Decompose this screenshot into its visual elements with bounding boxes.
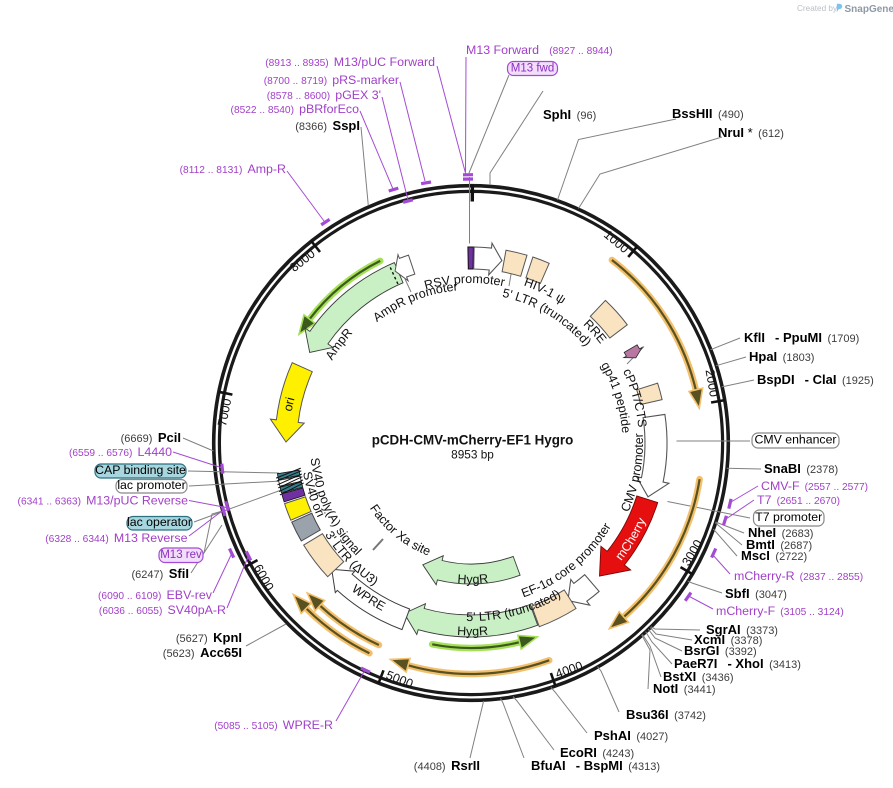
svg-text:(8913 .. 8935) M13/pUC Forward: (8913 .. 8935) M13/pUC Forward xyxy=(265,55,435,69)
svg-text:PshAI (4027): PshAI (4027) xyxy=(594,728,668,743)
svg-text:(8522 .. 8540) pBRforEco: (8522 .. 8540) pBRforEco xyxy=(231,102,360,116)
svg-text:SnaBI (2378): SnaBI (2378) xyxy=(764,461,838,476)
svg-text:(6559 .. 6576) L4440: (6559 .. 6576) L4440 xyxy=(69,445,172,459)
svg-text:CMV enhancer: CMV enhancer xyxy=(754,433,836,447)
svg-text:(8366) SspI: (8366) SspI xyxy=(295,118,360,133)
svg-text:(5627) KpnI: (5627) KpnI xyxy=(176,630,242,645)
svg-text:KflI - PpuMI (1709): KflI - PpuMI (1709) xyxy=(744,330,859,345)
svg-text:CAP binding site: CAP binding site xyxy=(95,463,186,477)
svg-text:BfuAI - BspMI (4313): BfuAI - BspMI (4313) xyxy=(531,758,660,773)
svg-text:(6341 .. 6363) M13/pUC Reverse: (6341 .. 6363) M13/pUC Reverse xyxy=(18,494,189,508)
svg-text:(6036 .. 6055) SV40pA-R: (6036 .. 6055) SV40pA-R xyxy=(99,603,226,617)
svg-text:(5623) Acc65I: (5623) Acc65I xyxy=(163,645,242,660)
svg-text:M13 rev: M13 rev xyxy=(160,549,202,561)
svg-text:(8700 .. 8719) pRS-marker: (8700 .. 8719) pRS-marker xyxy=(264,73,399,87)
svg-text:8953 bp: 8953 bp xyxy=(451,448,494,462)
svg-text:T7 (2651 .. 2670): T7 (2651 .. 2670) xyxy=(757,493,840,507)
svg-text:Bsu36I (3742): Bsu36I (3742) xyxy=(626,707,706,722)
svg-text:M13 Forward (8927 .. 8944): M13 Forward (8927 .. 8944) xyxy=(466,43,613,57)
svg-text:SphI (96): SphI (96) xyxy=(543,107,596,122)
svg-text:CMV-F (2557 .. 2577): CMV-F (2557 .. 2577) xyxy=(761,479,868,493)
svg-text:HygR: HygR xyxy=(457,571,489,586)
svg-text:MscI (2722): MscI (2722) xyxy=(741,548,807,563)
svg-text:SnapGene: SnapGene xyxy=(845,4,893,15)
svg-text:BspDI - ClaI (1925): BspDI - ClaI (1925) xyxy=(757,372,874,387)
svg-text:lac operator: lac operator xyxy=(127,515,192,529)
svg-text:BssHII (490): BssHII (490) xyxy=(672,106,744,121)
svg-text:pCDH-CMV-mCherry-EF1 Hygro: pCDH-CMV-mCherry-EF1 Hygro xyxy=(372,433,574,448)
svg-text:NruI * (612): NruI * (612) xyxy=(718,125,784,140)
svg-text:(8112 .. 8131) Amp-R: (8112 .. 8131) Amp-R xyxy=(180,162,286,176)
svg-text:mCherry-R (2837 .. 2855): mCherry-R (2837 .. 2855) xyxy=(734,569,863,583)
svg-text:lac promoter: lac promoter xyxy=(117,478,185,492)
svg-text:(6090 .. 6109) EBV-rev: (6090 .. 6109) EBV-rev xyxy=(98,588,213,602)
svg-text:T7 promoter: T7 promoter xyxy=(755,510,822,524)
svg-text:Created by: Created by xyxy=(797,4,838,13)
svg-text:HpaI (1803): HpaI (1803) xyxy=(749,349,814,364)
svg-text:(4408) RsrII: (4408) RsrII xyxy=(414,758,480,773)
svg-text:SbfI (3047): SbfI (3047) xyxy=(725,586,787,601)
svg-text:(6669) PciI: (6669) PciI xyxy=(121,430,181,445)
svg-text:(8578 .. 8600) pGEX 3': (8578 .. 8600) pGEX 3' xyxy=(267,88,381,102)
svg-text:(6328 .. 6344) M13 Reverse: (6328 .. 6344) M13 Reverse xyxy=(45,531,187,545)
svg-text:mCherry-F (3105 .. 3124): mCherry-F (3105 .. 3124) xyxy=(716,604,844,618)
svg-text:(5085 .. 5105) WPRE-R: (5085 .. 5105) WPRE-R xyxy=(214,718,333,732)
svg-text:(6247) SfiI: (6247) SfiI xyxy=(131,566,189,581)
svg-text:M13 fwd: M13 fwd xyxy=(511,63,554,75)
svg-text:NotI (3441): NotI (3441) xyxy=(653,681,716,696)
svg-text:HygR: HygR xyxy=(457,624,489,639)
